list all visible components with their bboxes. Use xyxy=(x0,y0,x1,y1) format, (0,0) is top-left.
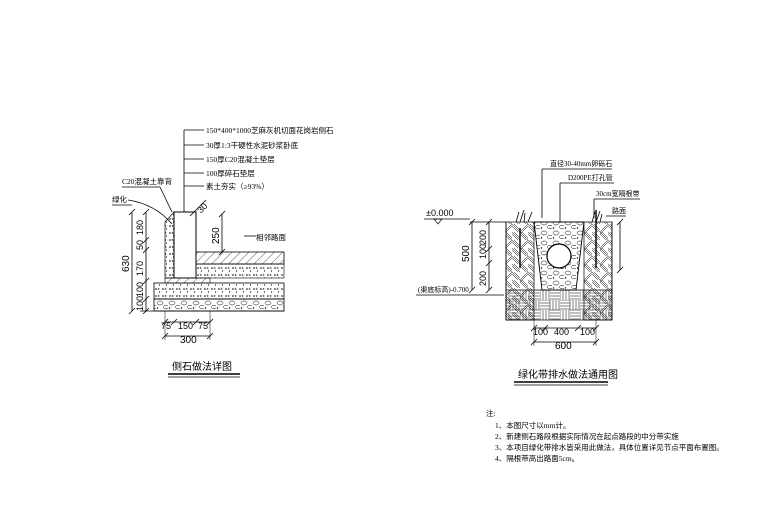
dim-100-right: 100 xyxy=(580,327,595,337)
perforated-pipe-icon xyxy=(546,243,572,269)
grass-icon xyxy=(515,209,533,223)
dim-630: 630 xyxy=(121,255,132,272)
notes-heading: 注: xyxy=(486,408,496,418)
gravel-base xyxy=(153,298,285,312)
dim-200-a: 200 xyxy=(478,230,488,245)
dim-180: 180 xyxy=(135,220,145,235)
bottom-dim-ticks xyxy=(161,311,214,340)
note-item: 3、本项目绿化带排水皆采用此做法，具体位置详见节点平面布置图。 xyxy=(495,442,724,452)
label-road: 相邻路面 xyxy=(256,232,286,242)
dim-100-vert: 100 xyxy=(478,244,488,259)
dim-75-b: 75 xyxy=(198,321,208,331)
label-belt: 30cm宽隔根带 xyxy=(596,189,640,198)
dim-300: 300 xyxy=(180,335,197,346)
curb-stone xyxy=(173,211,197,279)
dim-200-b: 200 xyxy=(478,271,488,286)
caption-drainage: 绿化带排水做法通用图 xyxy=(518,368,618,381)
dim-400: 400 xyxy=(554,327,569,337)
dim-50: 50 xyxy=(135,240,145,250)
level-bottom: (渠底标高)-0.700 xyxy=(418,285,469,294)
dim-250: 250 xyxy=(211,227,222,244)
mortar-bed xyxy=(164,277,211,284)
dim-600: 600 xyxy=(555,341,572,352)
note-item: 4、隔根带高出路面5cm。 xyxy=(495,453,579,463)
caption-curb: 侧石做法详图 xyxy=(172,360,232,373)
road-surface-layer xyxy=(195,251,285,265)
right-vdim-ticks xyxy=(468,218,493,294)
soil-bottom xyxy=(505,289,613,321)
dim-75-a: 75 xyxy=(161,321,171,331)
dim-100-b: 100 xyxy=(135,296,145,311)
dim-100-a: 100 xyxy=(135,282,145,297)
dim-170: 170 xyxy=(135,261,145,276)
road-base-layer xyxy=(195,263,285,279)
layer-label-curb: 150*400*1000芝麻灰机切面花岗岩侧石 xyxy=(206,125,334,135)
level-zero: ±0.000 xyxy=(426,208,453,218)
note-item: 2、新建侧石路段根据实际情况在起点路段的中分带实施 xyxy=(495,431,679,441)
concrete-base xyxy=(153,282,285,300)
label-road-right: 路面 xyxy=(612,206,626,215)
note-item: 1、本图尺寸以mm计。 xyxy=(495,420,570,430)
dim-100-left: 100 xyxy=(533,327,548,337)
notes-block: 注: 1、本图尺寸以mm计。 2、新建侧石路段根据实际情况在起点路段的中分带实施… xyxy=(486,408,724,463)
layer-label-concrete: 150厚C20混凝土垫层 xyxy=(206,154,275,164)
layer-label-mortar: 30厚1:3干硬性水泥砂浆卧底 xyxy=(206,140,299,150)
right-hdim-ticks xyxy=(530,320,600,346)
leader-ticks xyxy=(184,129,204,187)
left-dim-ticks xyxy=(128,208,150,315)
label-green: 绿化 xyxy=(112,194,127,204)
curb-detail-diagram: 150*400*1000芝麻灰机切面花岗岩侧石 30厚1:3干硬性水泥砂浆卧底 … xyxy=(112,125,334,378)
layer-label-soil: 素土夯实（≥93%） xyxy=(206,181,269,191)
layer-label-gravel: 100厚碎石垫层 xyxy=(206,168,255,178)
dim-30: 30 xyxy=(195,201,209,215)
label-pipe: D200PE打孔管 xyxy=(568,173,613,182)
drainage-diagram: 直径30-40mm卵砾石 D200PE打孔管 30cm宽隔根带 路面 ±0.00… xyxy=(416,159,640,386)
concrete-backfill xyxy=(164,211,175,279)
dim-500: 500 xyxy=(461,245,472,262)
label-gravel: 直径30-40mm卵砾石 xyxy=(550,159,612,168)
dim-150: 150 xyxy=(178,321,193,331)
grass-icon-right xyxy=(591,210,603,223)
label-backfill: C20混凝土靠背 xyxy=(122,176,173,186)
